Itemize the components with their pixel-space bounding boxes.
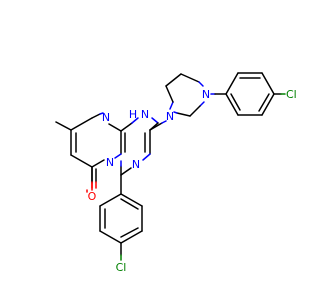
- n-piperazine-right-label: N: [202, 88, 210, 101]
- nh-h-label: H: [129, 108, 137, 121]
- methyl-group: [55, 121, 72, 131]
- pyrimidine-ring: [70, 112, 126, 193]
- triazine-ring: [120, 117, 159, 176]
- o-carbonyl-label: O: [88, 190, 97, 203]
- link-bond: [149, 120, 167, 131]
- structure-svg: N H N N N N N O Cl Cl: [55, 72, 297, 274]
- carbonyl-bond: [91, 166, 97, 189]
- molecule-diagram: N H N N N N N O Cl Cl: [55, 72, 297, 274]
- n-triazine-right-label: N: [132, 158, 140, 171]
- n-piperazine-left-label: N: [166, 110, 174, 123]
- n-ring-bottom-label: N: [106, 156, 114, 169]
- cl-top-label: Cl: [286, 88, 297, 101]
- n-ring-top-label: N: [102, 111, 110, 124]
- chlorophenyl-bottom-ring: [99, 193, 143, 244]
- cl-bottom-label: Cl: [116, 261, 127, 274]
- nh-n-label: N: [141, 108, 149, 121]
- piperazine-ring: [165, 73, 205, 117]
- chlorophenyl-top-ring: [225, 72, 275, 116]
- label-nh: N H: [129, 108, 149, 121]
